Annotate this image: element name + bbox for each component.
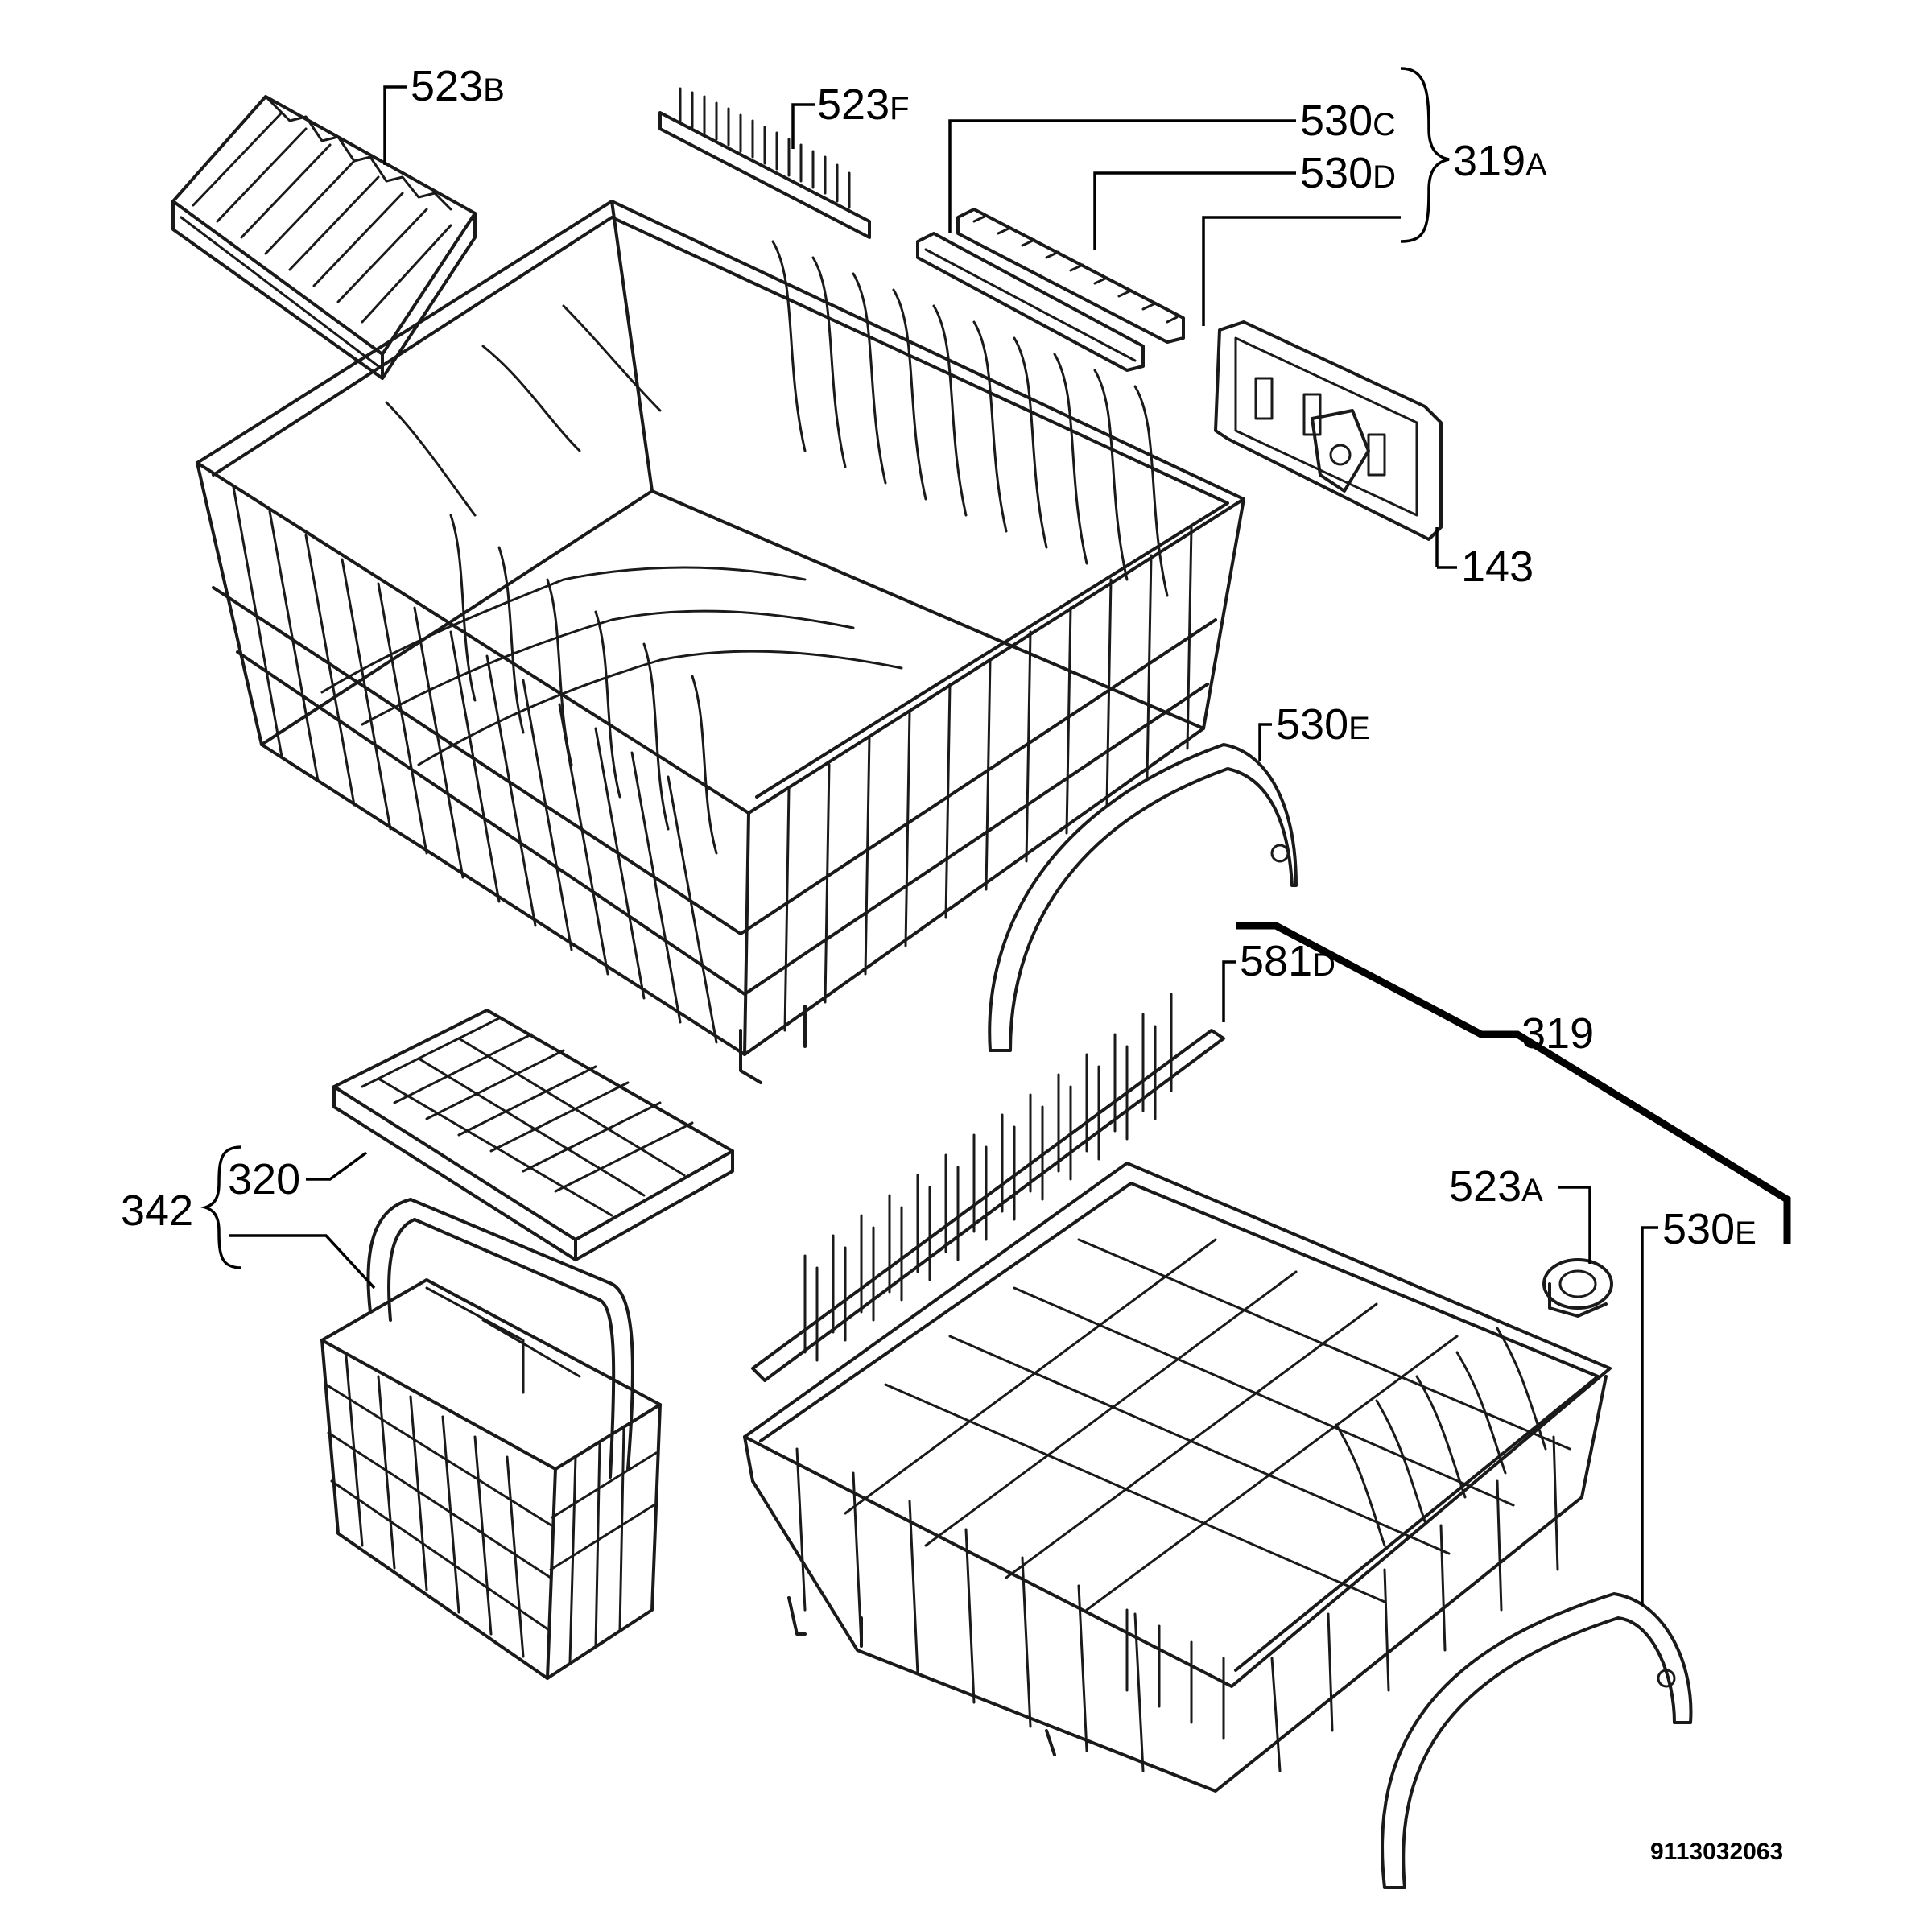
drawing-id: 9113032063 xyxy=(1650,1839,1783,1865)
label-523b: 523B xyxy=(411,62,505,110)
label-530c: 530C xyxy=(1300,97,1396,145)
rail-strip-530c xyxy=(916,232,1145,372)
label-530d: 530D xyxy=(1300,149,1396,197)
cup-shelf-523b xyxy=(171,95,477,380)
label-143: 143 xyxy=(1461,543,1534,591)
cutlery-grid-320 xyxy=(332,1009,734,1261)
bracket-143 xyxy=(1214,320,1443,541)
tine-strip-523f xyxy=(658,87,871,239)
wheel-523a xyxy=(1542,1258,1613,1318)
arc-rail-530e-top xyxy=(988,743,1298,1052)
arc-rail-530e-bottom xyxy=(1381,1592,1693,1889)
part-labels: 523B 523F 530C 530D 319A 143 530E 581D 3… xyxy=(121,62,1757,1253)
label-320: 320 xyxy=(228,1155,300,1203)
label-319: 319 xyxy=(1521,1009,1594,1058)
label-581d: 581D xyxy=(1240,937,1335,985)
chain-rail-530d xyxy=(956,208,1185,344)
label-523a: 523A xyxy=(1449,1162,1543,1211)
lower-basket xyxy=(743,1162,1612,1793)
leader-lines xyxy=(200,67,1791,1606)
upper-basket xyxy=(196,200,1245,1084)
label-523f: 523F xyxy=(817,80,910,129)
cutlery-basket xyxy=(320,1198,662,1680)
label-342: 342 xyxy=(121,1186,193,1235)
tine-row-581d xyxy=(751,993,1225,1382)
label-530e-top: 530E xyxy=(1276,700,1370,749)
label-530e-bottom: 530E xyxy=(1662,1205,1757,1253)
label-319a: 319A xyxy=(1453,137,1547,185)
